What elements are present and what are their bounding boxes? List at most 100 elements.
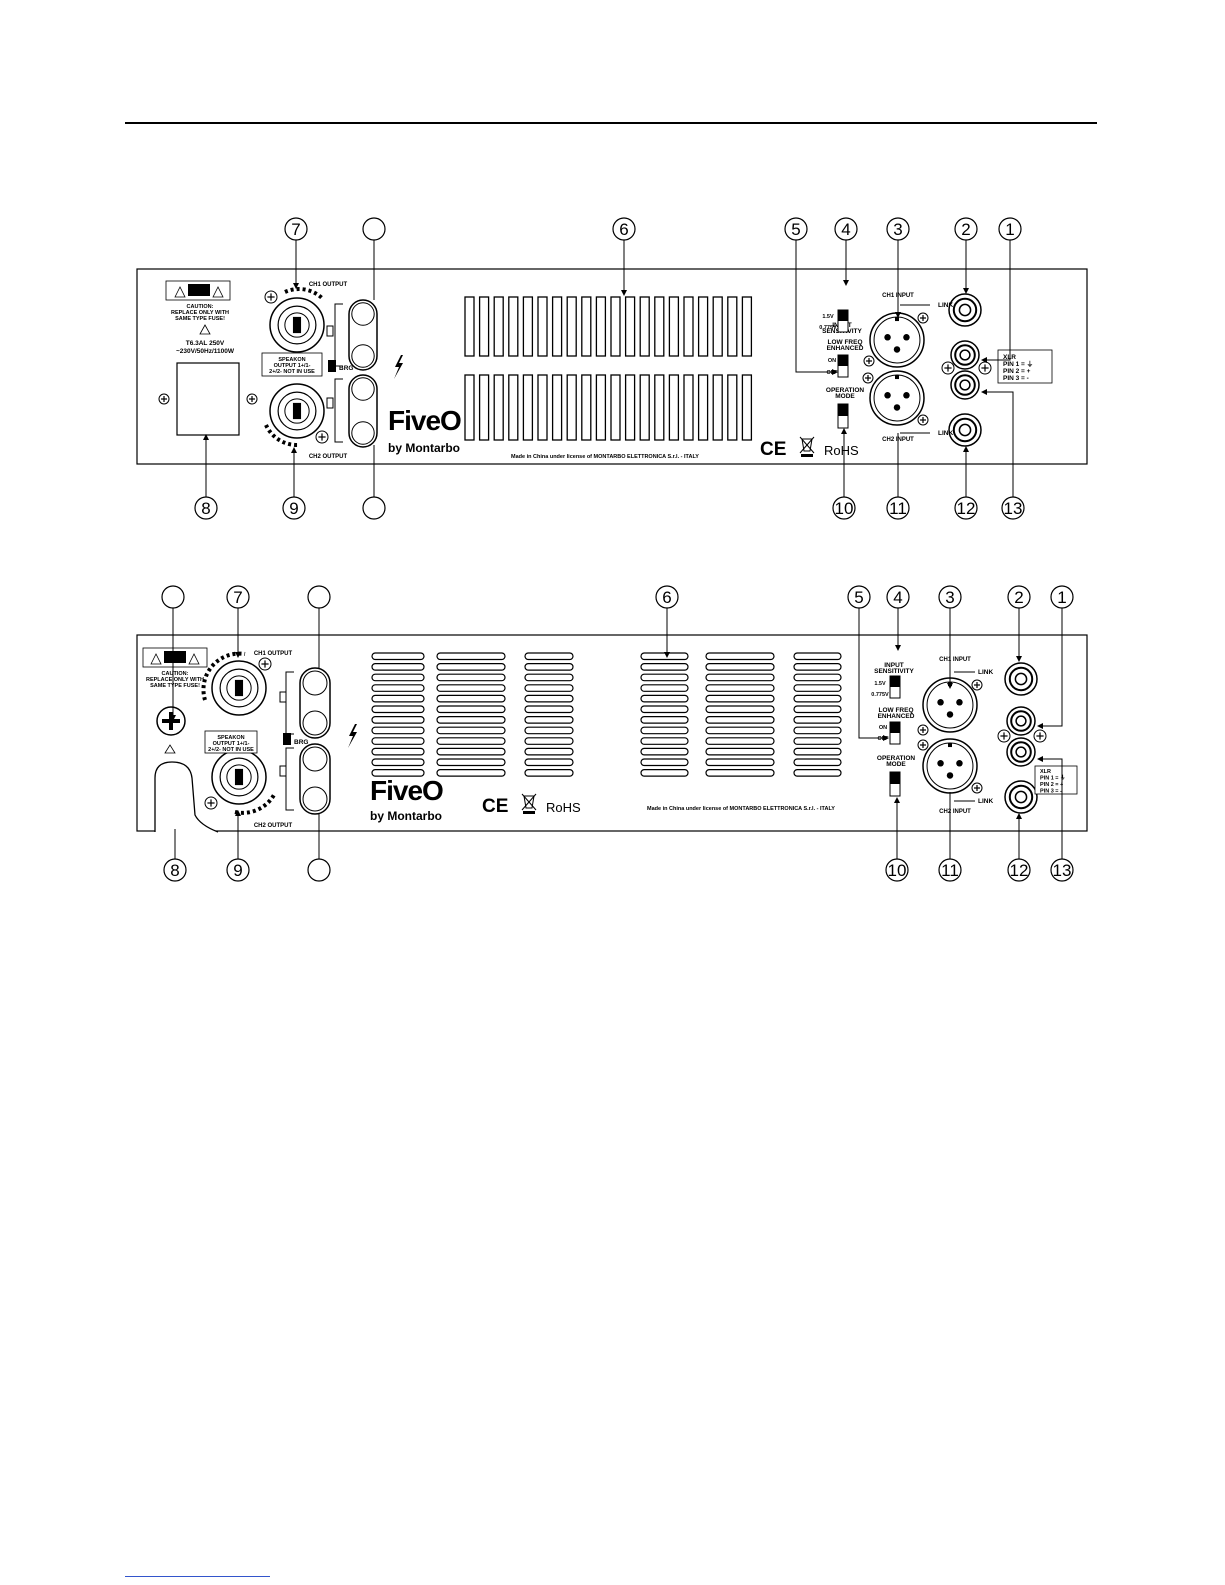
- vent-grille: [371, 652, 842, 777]
- vent-slot: [640, 737, 689, 745]
- link-label: LINK: [978, 798, 993, 805]
- rotation-arc: [284, 287, 324, 300]
- arrow-head: [832, 369, 838, 375]
- callout-8: 8: [163, 858, 187, 882]
- callout-number: 4: [893, 588, 902, 607]
- vent-slot: [566, 374, 577, 441]
- vent-slot: [654, 296, 665, 357]
- vent-slot: [640, 684, 689, 692]
- callout-13: 13: [1050, 858, 1074, 882]
- arrow-head: [981, 389, 987, 395]
- arrow-head: [963, 446, 969, 452]
- jack-connector-icon: [1004, 780, 1038, 814]
- jack-inner: [1014, 790, 1028, 804]
- xlr-inner: [926, 742, 974, 790]
- low-freq-label: ENHANCED: [827, 345, 864, 352]
- callout-11: 11: [886, 496, 910, 520]
- vent-slot: [683, 296, 694, 357]
- lightning-bolt-icon: [348, 724, 357, 748]
- leader-line: [795, 240, 833, 373]
- callout-number: 13: [1004, 499, 1023, 518]
- callout-circle: [362, 496, 386, 520]
- vent-slot: [793, 673, 842, 682]
- vent-slot: [705, 673, 775, 682]
- vent-slot: [524, 662, 574, 671]
- xlr-pin-box: [1034, 765, 1078, 795]
- binding-post-bottom: [302, 710, 328, 736]
- callout-number: 8: [170, 861, 179, 880]
- vent-slot: [436, 737, 506, 745]
- screw-icon: [204, 796, 218, 810]
- vent-slot: [508, 296, 519, 357]
- arrow-head: [947, 683, 953, 689]
- arrow-head: [1037, 756, 1043, 762]
- operation-mode-label: MODE: [886, 761, 906, 768]
- speakon-label-box: [261, 352, 323, 377]
- vent-slot: [551, 374, 563, 441]
- jack-inner: [959, 349, 971, 361]
- warning-text-block: [188, 284, 210, 296]
- vent-slot: [697, 296, 709, 357]
- speakon-connector-icon: [269, 297, 325, 353]
- vent-slot: [683, 374, 694, 441]
- jack-inner: [959, 379, 971, 391]
- vent-slot: [371, 662, 425, 671]
- warning-text: REPLACE ONLY WITH: [146, 677, 204, 683]
- arrow-head: [894, 797, 900, 803]
- screw-icon: [917, 739, 929, 751]
- screw-icon: [917, 724, 929, 736]
- callout-circle: [307, 585, 331, 609]
- binding-post-bottom: [302, 786, 328, 812]
- xlr-latch: [895, 375, 899, 380]
- xlr-pin-text: PIN 2 = +: [1040, 782, 1063, 788]
- fuse-warning-icon: [199, 324, 211, 335]
- callout-5: 5: [847, 585, 871, 609]
- vent-slot: [793, 715, 842, 724]
- screw-icon: [246, 393, 258, 405]
- binding-post-icon: [299, 743, 331, 815]
- speakon-connector-icon: [269, 383, 325, 439]
- arrow-head: [841, 428, 847, 434]
- rotation-arc: [264, 424, 299, 448]
- vent-slot: [524, 673, 574, 682]
- rohs-mark: RoHS: [824, 443, 859, 458]
- screw-icon: [917, 414, 929, 426]
- vent-slot: [705, 652, 775, 661]
- xlr-latch: [895, 317, 899, 322]
- vent-slot: [436, 726, 506, 735]
- vent-slot: [697, 374, 709, 441]
- arrow-head: [291, 447, 297, 453]
- vent-slot: [705, 694, 775, 703]
- vent-slot: [705, 715, 775, 724]
- power-cord-icon: [154, 761, 219, 833]
- ch1-output-label: CH1 OUTPUT: [309, 282, 348, 288]
- vent-slot: [705, 747, 775, 756]
- vent-slot: [524, 715, 574, 724]
- callout-6: 6: [612, 217, 636, 241]
- screw-icon: [941, 361, 955, 375]
- callout-number: 7: [291, 220, 300, 239]
- vent-slot: [436, 705, 506, 714]
- speakon-label-text: 2+/2- NOT IN USE: [208, 747, 254, 753]
- speakon-connector-icon: [211, 749, 267, 805]
- rotation-arc: [201, 651, 246, 701]
- callout-number: 8: [201, 499, 210, 518]
- screw-icon: [315, 430, 329, 444]
- callout-2: 2: [1007, 585, 1031, 609]
- binding-post-bottom: [351, 344, 375, 368]
- xlr-pin-text: PIN 2 = +: [1003, 368, 1031, 375]
- vent-slot: [522, 374, 534, 441]
- polarity-marker: [279, 765, 287, 777]
- vent-slot: [436, 758, 506, 767]
- screw-icon: [917, 312, 929, 324]
- fuse-rating-text: T6.3AL 250V: [186, 340, 225, 347]
- callout-circle: [161, 585, 185, 609]
- vent-slot: [793, 694, 842, 703]
- callout-number: 6: [662, 588, 671, 607]
- chassis-outline: [136, 634, 1088, 832]
- xlr-connector-icon: [922, 738, 978, 794]
- arrow-head: [621, 290, 627, 296]
- vent-slot: [436, 768, 506, 777]
